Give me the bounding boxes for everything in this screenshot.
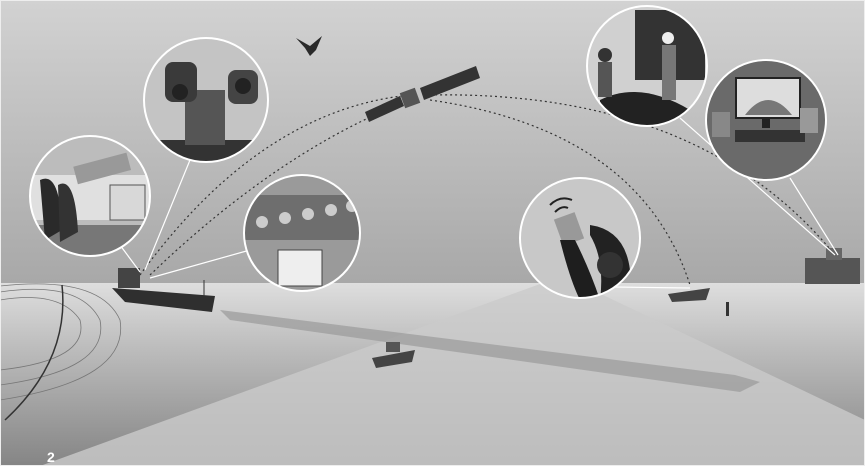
boundary-line	[4, 284, 64, 421]
main-ship	[112, 268, 215, 312]
sonar-rings	[0, 283, 122, 401]
comm-links	[139, 94, 836, 286]
small-ship	[372, 342, 415, 368]
page-number: 2	[47, 449, 55, 465]
camera-circle	[143, 37, 269, 163]
satellite-icon	[365, 66, 480, 122]
ship-wake-track	[220, 310, 760, 392]
monitor-circle	[705, 59, 827, 181]
callout-lines	[119, 117, 839, 289]
remote-tablet-circle	[519, 177, 641, 299]
right-ship	[668, 288, 729, 316]
bird-icon	[296, 36, 322, 56]
bridge-circle	[29, 135, 151, 257]
control-room-circle	[586, 5, 708, 127]
shipping-lane	[40, 284, 865, 466]
engine-room-circle	[243, 174, 361, 292]
